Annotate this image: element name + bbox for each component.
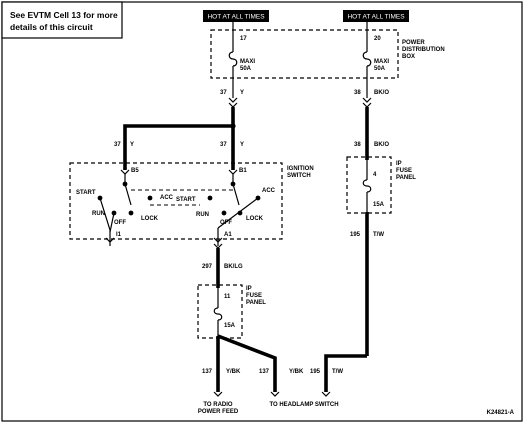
wire-38b-color: BK/O — [374, 142, 389, 148]
dest-radio-line-1: TO RADIO — [203, 402, 233, 408]
wire-137b-color: Y/BK — [289, 369, 304, 375]
maxi-fuse-17: 17 MAXI 50A — [228, 22, 255, 80]
ip-fuse-panel-right: IP FUSE PANEL 4 15A — [346, 156, 416, 214]
wire-37b-circuit: 37 — [114, 142, 121, 148]
ipfp-left-label-line-2: FUSE — [246, 293, 262, 299]
fuse-11-rating: 15A — [224, 323, 236, 329]
connector-37-top — [228, 97, 238, 103]
ipfp-right-label-line-3: PANEL — [396, 175, 416, 181]
wire-137a-circuit: 137 — [202, 369, 213, 375]
left-acc-label: ACC — [160, 195, 174, 201]
fuse-4 — [362, 179, 372, 193]
hot-tag-left-text: HOT AT ALL TIMES — [207, 14, 265, 21]
left-run-label: RUN — [92, 211, 105, 217]
wire-195b-color: T/W — [332, 369, 343, 375]
contact-left-lock — [128, 210, 134, 216]
figure-id: K24821-A — [487, 410, 515, 416]
wire-297-circuit: 297 — [202, 264, 213, 270]
hot-tag-right-text: HOT AT ALL TIMES — [347, 14, 405, 21]
note-line-2: details of this circuit — [10, 22, 93, 32]
wire-37c-color: Y — [240, 142, 244, 148]
ip-fuse-panel-left: IP FUSE PANEL 11 15A — [197, 284, 266, 339]
contact-left-acc — [147, 195, 153, 201]
wire-195b-circuit: 195 — [310, 369, 321, 375]
left-off-label: OFF — [114, 220, 126, 226]
wire-37-feed: 37 Y 37 Y 37 Y — [114, 80, 244, 170]
ipfp-left-label-line-3: PANEL — [246, 300, 266, 306]
fuse-17-number: 17 — [240, 36, 247, 42]
hot-tag-right: HOT AT ALL TIMES — [343, 10, 409, 22]
fuse-4-rating: 15A — [373, 202, 385, 208]
fuse-20-number: 20 — [374, 36, 381, 42]
circuit-note: See EVTM Cell 13 for more details of thi… — [1, 1, 123, 39]
contact-right-start — [207, 195, 213, 201]
ipfp-left-label-line-1: IP — [246, 286, 252, 292]
fuse-4-number: 4 — [373, 172, 377, 178]
maxi-fuse-20: 20 MAXI 50A — [362, 22, 389, 80]
wire-37a-color: Y — [240, 90, 244, 96]
wire-38b-circuit: 38 — [354, 142, 361, 148]
wire-137b-circuit: 137 — [259, 369, 270, 375]
pdb-label-line-2: DISTRIBUTION — [402, 47, 445, 53]
right-acc-label: ACC — [262, 188, 276, 194]
wire-137-outputs: 137 Y/BK 137 Y/BK — [202, 334, 304, 397]
wire-137a-color: Y/BK — [226, 369, 241, 375]
terminal-b5: B5 — [131, 168, 139, 174]
contact-right-run — [221, 210, 227, 216]
fuse-17-rating: 50A — [240, 66, 252, 72]
ignition-switch: IGNITION SWITCH B5 B1 START RUN OFF LOCK… — [69, 162, 314, 246]
terminal-i1: I1 — [116, 232, 122, 238]
power-distribution-box: POWER DISTRIBUTION BOX 17 MAXI 50A 20 MA… — [210, 22, 445, 80]
dest-headlamp-switch: TO HEADLAMP SWITCH — [269, 402, 338, 408]
wire-195: 195 T/W 195 T/W — [310, 212, 384, 397]
left-start-label: START — [76, 190, 96, 196]
fuse-20-rating: 50A — [374, 66, 386, 72]
wire-195a-circuit: 195 — [350, 232, 361, 238]
dest-radio-line-2: POWER FEED — [198, 409, 239, 415]
wire-195a-color: T/W — [373, 232, 384, 238]
right-run-label: RUN — [196, 212, 209, 218]
wire-297-color: BK/LG — [224, 264, 243, 270]
terminal-a1: A1 — [224, 232, 232, 238]
wire-38a-circuit: 38 — [354, 90, 361, 96]
right-off-label: OFF — [220, 220, 232, 226]
fuse-11 — [213, 307, 223, 321]
left-lock-label: LOCK — [141, 216, 159, 222]
wire-38a-color: BK/O — [374, 90, 389, 96]
terminal-b1: B1 — [239, 168, 247, 174]
right-start-label: START — [176, 197, 196, 203]
fuse-20-type: MAXI — [374, 59, 389, 65]
fuse-11-number: 11 — [224, 294, 231, 300]
ignition-label-line-1: IGNITION — [287, 166, 314, 172]
pdb-label-line-3: BOX — [402, 54, 415, 60]
pdb-label-line-1: POWER — [402, 40, 425, 46]
note-line-1: See EVTM Cell 13 for more — [10, 10, 118, 20]
wire-297: 297 BK/LG — [202, 243, 243, 288]
right-lock-label: LOCK — [246, 216, 264, 222]
wire-37b-color: Y — [130, 142, 134, 148]
hot-tag-left: HOT AT ALL TIMES — [203, 10, 269, 22]
ipfp-right-label-line-2: FUSE — [396, 168, 412, 174]
wire-38: 38 BK/O 38 BK/O — [354, 80, 389, 160]
wire-37a-circuit: 37 — [220, 90, 227, 96]
ignition-label-line-2: SWITCH — [287, 173, 311, 179]
ipfp-right-label-line-1: IP — [396, 161, 402, 167]
fuse-17-type: MAXI — [240, 59, 255, 65]
wire-37c-circuit: 37 — [220, 142, 227, 148]
